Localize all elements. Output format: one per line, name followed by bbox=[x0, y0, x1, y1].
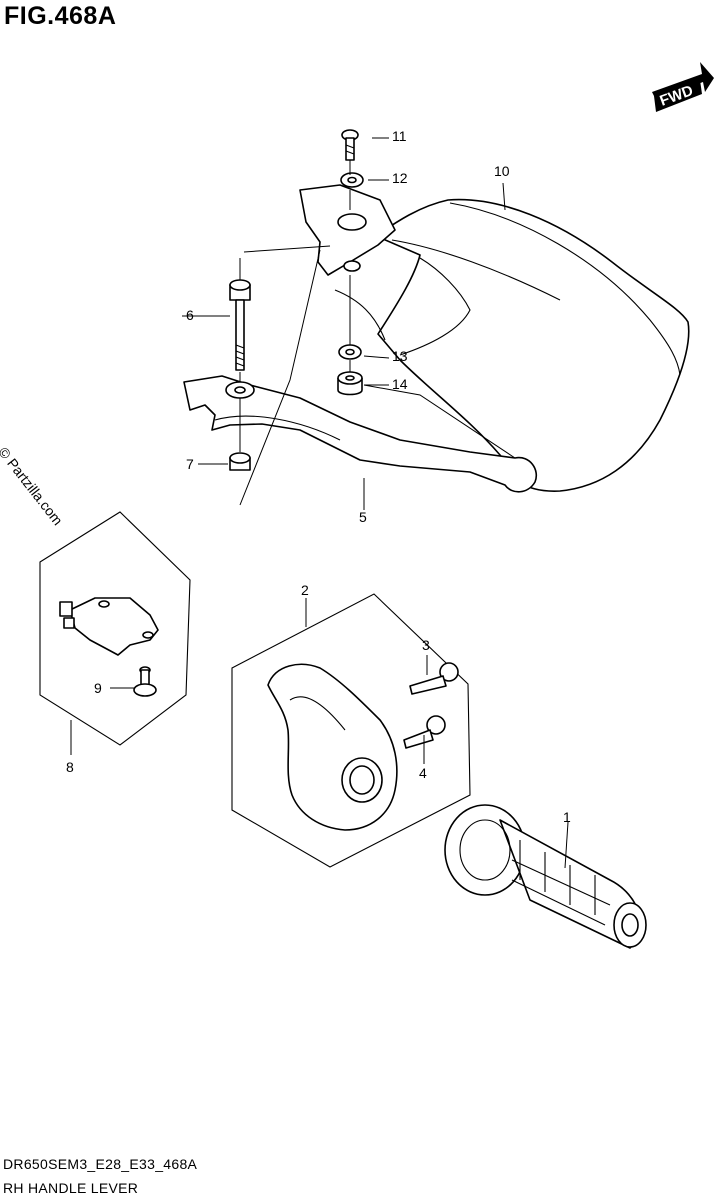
lever-bracket[interactable] bbox=[299, 184, 396, 341]
brake-lever[interactable] bbox=[183, 375, 537, 493]
callout-1: 1 bbox=[563, 809, 571, 825]
figure-title: FIG.468A bbox=[4, 2, 117, 30]
washer-12[interactable] bbox=[340, 172, 364, 188]
forward-arrow-label: FWD bbox=[658, 82, 696, 110]
callout-12: 12 bbox=[392, 170, 408, 186]
brake-switch[interactable] bbox=[59, 597, 159, 656]
nut-7[interactable] bbox=[229, 452, 251, 471]
figure-code: DR650SEM3_E28_E33_468A bbox=[3, 1156, 198, 1172]
callout-2: 2 bbox=[301, 582, 309, 598]
callout-13: 13 bbox=[392, 348, 408, 364]
callout-5: 5 bbox=[359, 509, 367, 525]
callout-6: 6 bbox=[186, 307, 194, 323]
callout-11: 11 bbox=[392, 128, 407, 144]
switch-group-box bbox=[39, 511, 191, 746]
forward-arrow: FWD bbox=[652, 62, 714, 112]
screw-4[interactable] bbox=[403, 715, 446, 749]
assembly-lines bbox=[239, 160, 351, 506]
screw-9[interactable] bbox=[133, 666, 157, 697]
callout-labels: 1 2 3 4 5 6 7 8 9 10 11 12 13 14 bbox=[66, 128, 571, 825]
callout-7: 7 bbox=[186, 456, 194, 472]
screw-11[interactable] bbox=[341, 129, 359, 161]
bolt-6[interactable] bbox=[229, 279, 251, 371]
hand-guard[interactable] bbox=[375, 198, 690, 492]
leader-lines bbox=[70, 137, 569, 869]
figure-name: RH HANDLE LEVER bbox=[3, 1180, 139, 1196]
throttle-group-box bbox=[231, 593, 471, 868]
screw-3[interactable] bbox=[409, 662, 459, 695]
callout-8: 8 bbox=[66, 759, 74, 775]
callout-14: 14 bbox=[392, 376, 408, 392]
callout-10: 10 bbox=[494, 163, 510, 179]
callout-4: 4 bbox=[419, 765, 427, 781]
bushing-14[interactable] bbox=[337, 371, 363, 396]
throttle-grip[interactable] bbox=[444, 804, 647, 949]
callout-3: 3 bbox=[422, 637, 430, 653]
washer-13[interactable] bbox=[338, 344, 362, 360]
throttle-case[interactable] bbox=[267, 663, 398, 831]
callout-9: 9 bbox=[94, 680, 102, 696]
